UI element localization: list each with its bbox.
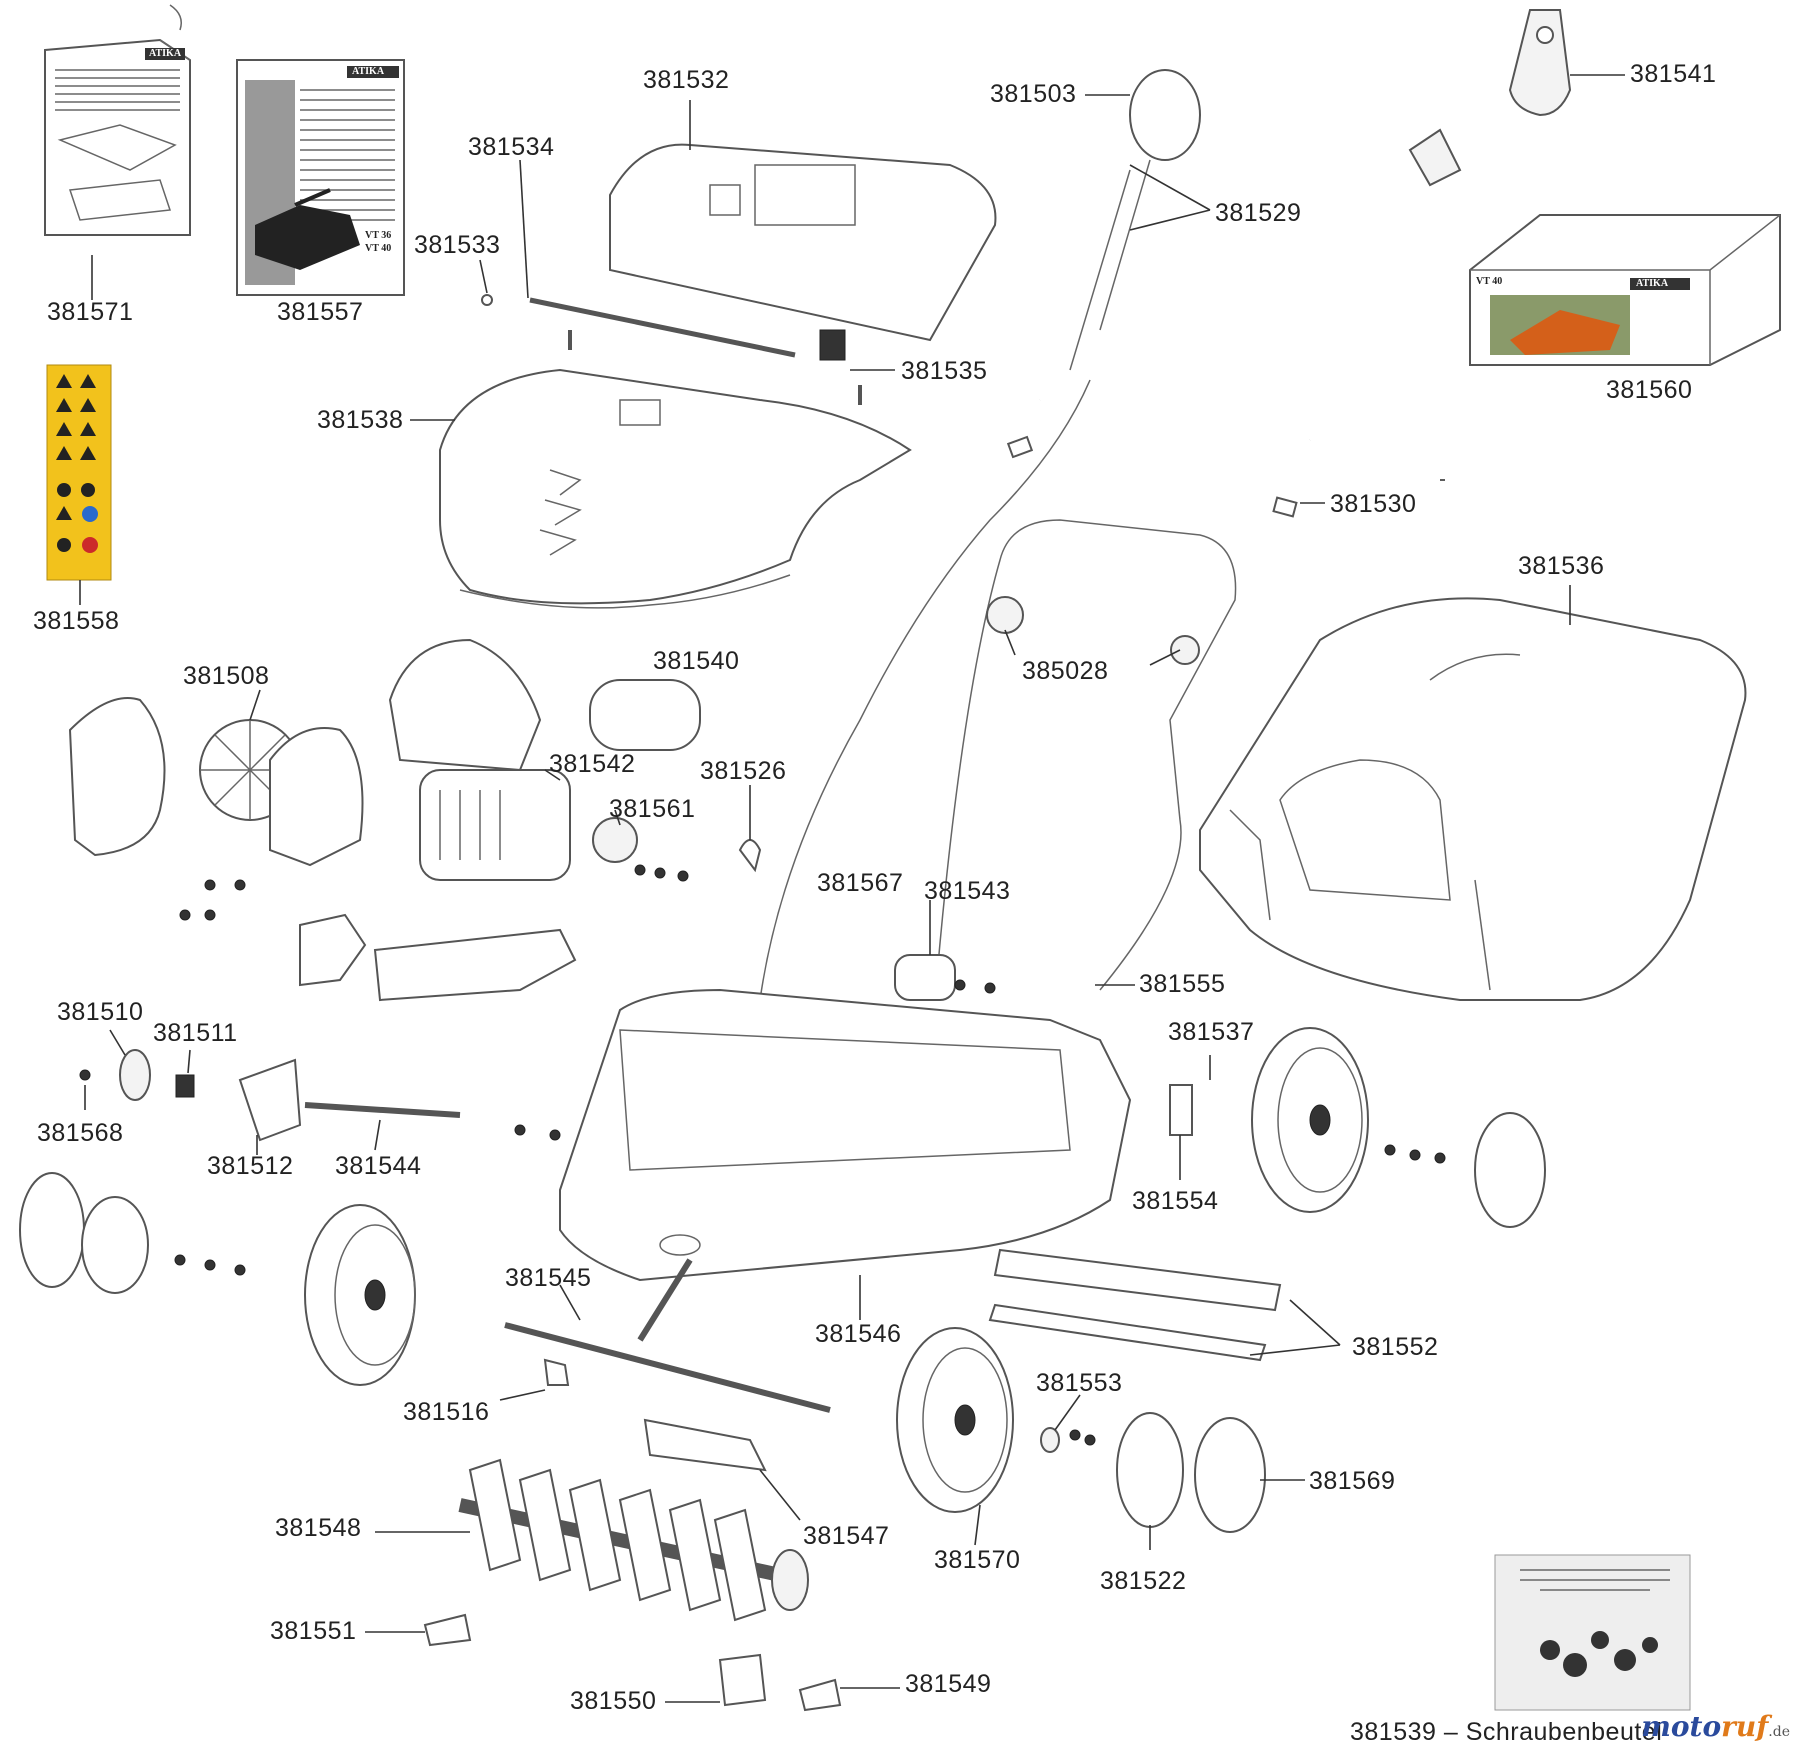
- label-381512: 381512: [207, 1152, 294, 1180]
- wheel-front-left: [19, 1172, 416, 1386]
- label-381533: 381533: [414, 231, 501, 259]
- label-381551: 381551: [270, 1617, 357, 1645]
- label-381561: 381561: [609, 795, 696, 823]
- label-381534: 381534: [468, 133, 555, 161]
- label-381529: 381529: [1215, 199, 1302, 227]
- wheel-381570: [896, 1327, 1014, 1513]
- tube-381540: [589, 679, 701, 751]
- label-381535: 381535: [901, 357, 988, 385]
- label-381538: 381538: [317, 406, 404, 434]
- label-381537: 381537: [1168, 1018, 1255, 1046]
- label-381557: 381557: [277, 298, 364, 326]
- roller-381548: [458, 1458, 809, 1622]
- label-381545: 381545: [505, 1264, 592, 1292]
- label-381567: 381567: [817, 869, 904, 897]
- manual-381557: [236, 59, 405, 296]
- hubcap-381569: [1194, 1417, 1266, 1533]
- label-381526: 381526: [700, 757, 787, 785]
- label-381552: 381552: [1352, 1333, 1439, 1361]
- watermark-part1: moto: [1641, 1710, 1722, 1743]
- label-381541: 381541: [1630, 60, 1717, 88]
- label-381570: 381570: [934, 1546, 1021, 1574]
- label-381516: 381516: [403, 1398, 490, 1426]
- label-381540: 381540: [653, 647, 740, 675]
- watermark: motoruf.de: [1641, 1710, 1790, 1743]
- label-381542: 381542: [549, 750, 636, 778]
- label-381571: 381571: [47, 298, 134, 326]
- motor-381542: [419, 769, 638, 881]
- label-381536: 381536: [1518, 552, 1605, 580]
- label-381549: 381549: [905, 1670, 992, 1698]
- label-381511: 381511: [153, 1019, 238, 1047]
- screw-bag-381539: [1494, 1554, 1691, 1711]
- manual-brand: ATIKA: [149, 48, 182, 59]
- box-model: VT 40: [1476, 276, 1503, 287]
- manual-model-2: VT 40: [365, 243, 392, 254]
- warning-label-381558: [46, 364, 112, 581]
- label-381550: 381550: [570, 1687, 657, 1715]
- label-381522: 381522: [1100, 1567, 1187, 1595]
- label-381543: 381543: [924, 877, 1011, 905]
- housing-381538: [439, 368, 912, 609]
- label-381544: 381544: [335, 1152, 422, 1180]
- clip-381541: [1508, 9, 1572, 117]
- cover-381532: [609, 143, 997, 361]
- label-381508: 381508: [183, 662, 270, 690]
- knob-385028: [986, 596, 1200, 665]
- motor-cover: [388, 638, 542, 772]
- label-381532: 381532: [643, 66, 730, 94]
- label-385028: 385028: [1022, 657, 1109, 685]
- manual-model-1: VT 36: [365, 230, 392, 241]
- fan-cover-381508: [68, 697, 364, 867]
- label-381548: 381548: [275, 1514, 362, 1542]
- label-381560: 381560: [1606, 376, 1693, 404]
- label-381553: 381553: [1036, 1369, 1123, 1397]
- label-381554: 381554: [1132, 1187, 1219, 1215]
- watermark-suffix: .de: [1768, 1724, 1790, 1740]
- label-381539-screw-bag: 381539 – Schraubenbeutel: [1350, 1718, 1663, 1746]
- label-381547: 381547: [803, 1522, 890, 1550]
- deck-381546: [559, 988, 1132, 1282]
- label-381558: 381558: [33, 607, 120, 635]
- wheel-rear-right: [1251, 1027, 1546, 1228]
- manual-381571: [44, 4, 191, 236]
- label-381530: 381530: [1330, 490, 1417, 518]
- label-381510: 381510: [57, 998, 144, 1026]
- cap-381522: [1116, 1412, 1184, 1528]
- box-381560: [1469, 214, 1781, 366]
- label-381503: 381503: [990, 80, 1077, 108]
- manual-brand-2: ATIKA: [352, 66, 385, 77]
- label-381568: 381568: [37, 1119, 124, 1147]
- grass-bag-381536: [1199, 597, 1747, 1001]
- label-381569: 381569: [1309, 1467, 1396, 1495]
- box-brand: ATIKA: [1636, 278, 1669, 289]
- label-381555: 381555: [1139, 970, 1226, 998]
- label-381546: 381546: [815, 1320, 902, 1348]
- watermark-part2: ruf: [1721, 1710, 1769, 1743]
- handle-assembly: [759, 7, 1462, 1001]
